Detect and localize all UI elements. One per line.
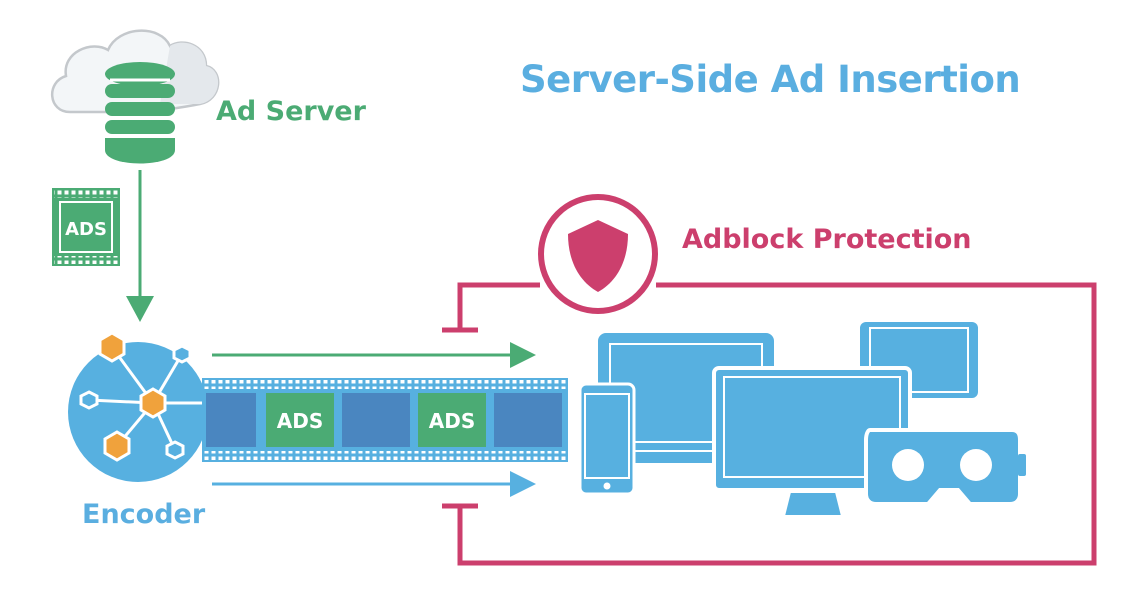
- film-frame: [206, 393, 256, 447]
- phone-icon: [578, 382, 636, 496]
- film-frame: [342, 393, 410, 447]
- film-frame: [494, 393, 562, 447]
- monitor-icon: [712, 366, 912, 517]
- ads-film-badge: ADS: [52, 188, 120, 266]
- green-stream-arrow: [212, 342, 536, 368]
- adblock-protection-label: Adblock Protection: [682, 224, 972, 255]
- film-frame-label: ADS: [277, 409, 323, 433]
- database-icon: [105, 62, 175, 164]
- film-frame-ads: [418, 393, 486, 447]
- ad-server-label: Ad Server: [216, 96, 366, 127]
- ads-badge-label: ADS: [65, 219, 107, 240]
- vr-headset-icon: [864, 428, 1026, 506]
- adblock-protection-bracket: [442, 282, 1097, 566]
- blue-stream-arrow: [212, 471, 536, 497]
- diagram-title: Server-Side Ad Insertion: [520, 58, 1021, 101]
- ad-server-to-encoder-arrow: [126, 170, 154, 322]
- encoder-label: Encoder: [82, 499, 206, 530]
- shield-badge: [538, 194, 658, 314]
- encoder-icon: [68, 331, 234, 482]
- film-frame-ads: [266, 393, 334, 447]
- film-frame-label: ADS: [429, 409, 475, 433]
- shield-icon: [568, 220, 628, 292]
- filmstrip: ADS ADS: [202, 378, 568, 462]
